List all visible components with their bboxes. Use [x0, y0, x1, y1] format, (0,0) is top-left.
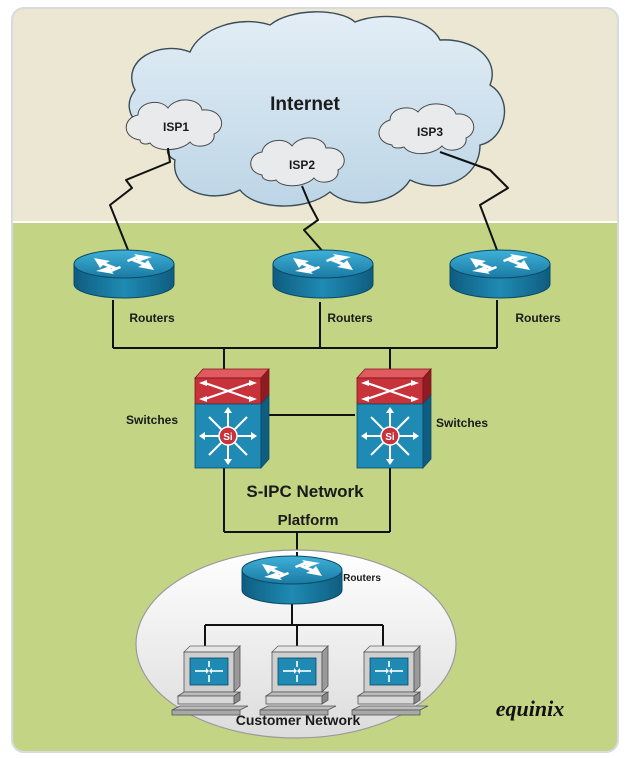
isp2-cloud-icon	[250, 137, 345, 187]
router-icon	[272, 249, 374, 299]
wan-links	[109, 147, 509, 263]
customer-network-label: Customer Network	[236, 712, 361, 728]
platform-label-line2: Platform	[278, 512, 339, 529]
isp3-cloud-icon	[378, 103, 475, 155]
switch-label-2: Switches	[436, 416, 488, 430]
router-icon	[449, 249, 551, 299]
layer3-switch-icon	[355, 367, 433, 470]
layer3-switch-icon	[193, 367, 271, 470]
switch-label-1: Switches	[126, 413, 178, 427]
router-label-2: Routers	[327, 311, 373, 325]
isp2-label: ISP2	[289, 158, 315, 172]
router-icon	[241, 555, 343, 605]
customer-router-label: Routers	[343, 573, 381, 584]
internet-cloud-icon	[128, 11, 506, 207]
equinix-logo: equinix	[496, 696, 564, 721]
isp1-cloud-icon	[125, 99, 223, 151]
platform-label-line1: S-IPC Network	[246, 482, 364, 501]
internet-label: Internet	[270, 94, 340, 115]
router-label-3: Routers	[515, 311, 561, 325]
router-icon	[73, 249, 175, 299]
isp1-label: ISP1	[163, 120, 189, 134]
isp3-label: ISP3	[417, 125, 443, 139]
router-label-1: Routers	[129, 311, 175, 325]
